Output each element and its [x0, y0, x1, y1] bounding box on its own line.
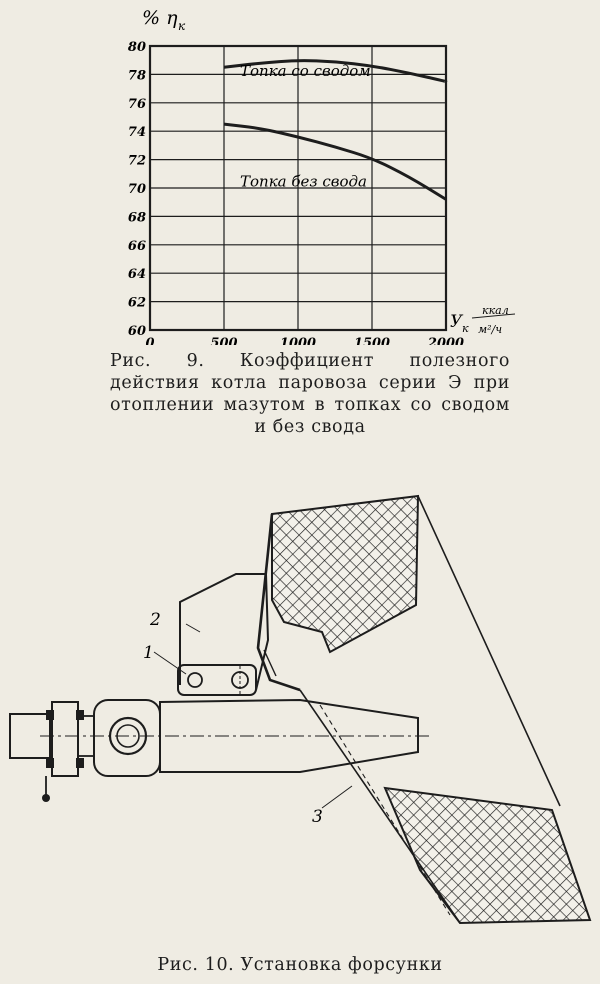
drawing-svg: 2 1 3 — [9, 494, 592, 925]
y-tick-labels: 60 62 64 66 68 70 72 74 76 78 80 — [128, 40, 146, 339]
x-tick-label-0: 0 — [145, 336, 154, 345]
callout-3-leader — [321, 785, 353, 809]
chart-grid — [150, 46, 446, 330]
flange-nut-top — [76, 710, 84, 720]
burner-body — [159, 698, 419, 773]
callout-2-leader — [185, 623, 201, 633]
clamp-bolt-right-icon — [231, 671, 249, 689]
x-tick-label-1000: 1000 — [280, 336, 316, 345]
x-tick-label-1500: 1500 — [354, 336, 390, 345]
clamp — [177, 664, 257, 696]
valve-inner-icon — [116, 724, 140, 748]
series-label-0: Топка со сводом — [240, 62, 371, 80]
bracket — [179, 573, 270, 691]
burner-installation-drawing: 2 1 3 — [0, 490, 600, 945]
x-tick-labels: 0 500 1000 1500 2000 — [145, 336, 464, 351]
x-axis-label-sub: к — [462, 322, 469, 335]
x-axis-unit-denominator: м²/ч — [478, 323, 502, 336]
figure-9-caption: Рис. 9. Коэффициент полезного действия к… — [110, 351, 510, 437]
flange-bolt-bottom — [46, 758, 54, 768]
y-tick-label-78: 78 — [128, 68, 146, 83]
callout-2-label: 2 — [149, 610, 161, 630]
y-tick-label-72: 72 — [128, 154, 146, 169]
figure-10-caption: Рис. 10. Установка форсунки — [157, 955, 443, 975]
x-axis-label: У — [450, 312, 464, 332]
drain-plug — [42, 794, 50, 802]
series-line-0 — [223, 59, 447, 83]
inlet-pipe — [9, 713, 51, 759]
x-tick-label-2000: 2000 — [427, 336, 464, 345]
y-tick-label-64: 64 — [128, 267, 146, 282]
firebox-inner-line — [299, 689, 461, 924]
upper-refractory-block — [271, 494, 420, 654]
flange-nut-bottom — [76, 758, 84, 768]
callout-3-label: 3 — [312, 807, 323, 827]
y-tick-label-68: 68 — [128, 210, 146, 225]
firebox-outer-line — [417, 495, 561, 807]
y-axis-label: % η — [142, 7, 178, 29]
x-axis-unit-numerator: ккал — [482, 304, 509, 317]
series-label-1: Топка без свода — [240, 173, 367, 191]
y-tick-label-76: 76 — [128, 97, 146, 112]
clamp-bolt-left-icon — [187, 672, 203, 688]
chart-frame — [148, 44, 448, 332]
firebox-sheet — [256, 513, 301, 692]
callout-1-leader — [153, 651, 187, 675]
burner-head — [93, 699, 161, 777]
callout-1-label: 1 — [143, 643, 154, 663]
lower-refractory-block — [383, 786, 592, 925]
y-tick-label-74: 74 — [128, 125, 146, 140]
y-tick-label-60: 60 — [128, 324, 146, 339]
x-axis-unit-fraction-bar — [471, 313, 516, 319]
y-tick-label-62: 62 — [128, 296, 146, 311]
series-line-1 — [223, 122, 447, 201]
firebox-sheet-inner — [263, 649, 277, 677]
y-tick-label-66: 66 — [128, 239, 146, 254]
x-tick-label-500: 500 — [210, 336, 237, 345]
valve-outer-icon — [108, 716, 148, 756]
y-tick-label-80: 80 — [128, 40, 146, 55]
y-axis-label-sub: к — [178, 19, 186, 33]
flange — [51, 701, 79, 777]
y-tick-label-70: 70 — [128, 182, 146, 197]
